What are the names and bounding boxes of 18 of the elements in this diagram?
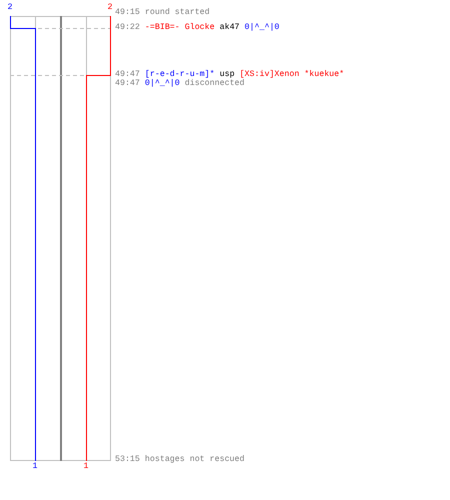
player-name: [r-e-d-r-u-m]* [144,70,215,79]
weapon-name: usp [220,70,235,79]
player-name: 0|^_^|0 [244,23,280,33]
event-text: hostages not rescued [144,455,244,465]
timestamp: 49:22 [115,23,140,33]
timestamp: 49:47 [115,79,140,89]
team-count: 1 [82,462,90,472]
weapon-name: ak47 [220,23,240,33]
timestamp: 53:15 [115,455,140,465]
timestamp: 49:47 [115,70,140,80]
team-count: 2 [6,3,14,13]
team-count: 1 [32,462,38,472]
player-name: -=BIB=- Glocke [144,23,215,33]
player-name: 0|^_^|0 [144,79,180,89]
event-text: disconnected [184,79,245,89]
player-name: [XS:iv]Xenon *kuekue* [240,70,344,79]
event-text: round started [144,8,210,18]
timestamp: 49:15 [115,8,140,18]
